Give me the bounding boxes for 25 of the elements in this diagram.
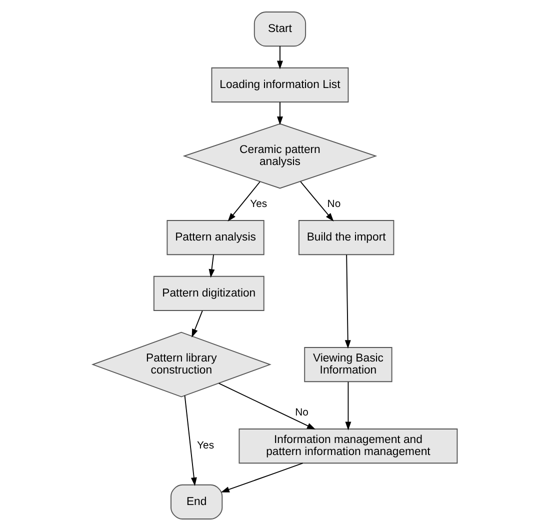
arrow (220, 462, 304, 492)
edge-label: Yes (250, 199, 268, 210)
arrow (228, 181, 260, 222)
arrow (192, 310, 203, 338)
arrow (276, 102, 283, 126)
arrow (300, 181, 334, 222)
edge-label: Yes (197, 440, 214, 452)
arrow (345, 382, 352, 430)
arrow (208, 254, 215, 278)
arrow (184, 395, 197, 486)
arrow (276, 46, 283, 70)
node-box: Pattern digitization (153, 276, 264, 311)
node-box: Information management and pattern information management (238, 428, 458, 464)
arrow (344, 254, 351, 349)
arrow (218, 382, 316, 430)
node-box: Pattern analysis (166, 220, 264, 256)
node-box: Build the import (298, 220, 394, 256)
node-box: End (170, 484, 223, 520)
node-diamond: Ceramic pattern analysis (182, 123, 378, 189)
edge-label: No (295, 408, 308, 419)
node-diamond: Pattern library construction (91, 332, 272, 398)
node-box: Start (254, 12, 306, 47)
node-box: Viewing Basic Information (304, 347, 392, 382)
edge-label: No (327, 199, 341, 210)
node-box: Loading information List (211, 67, 349, 102)
